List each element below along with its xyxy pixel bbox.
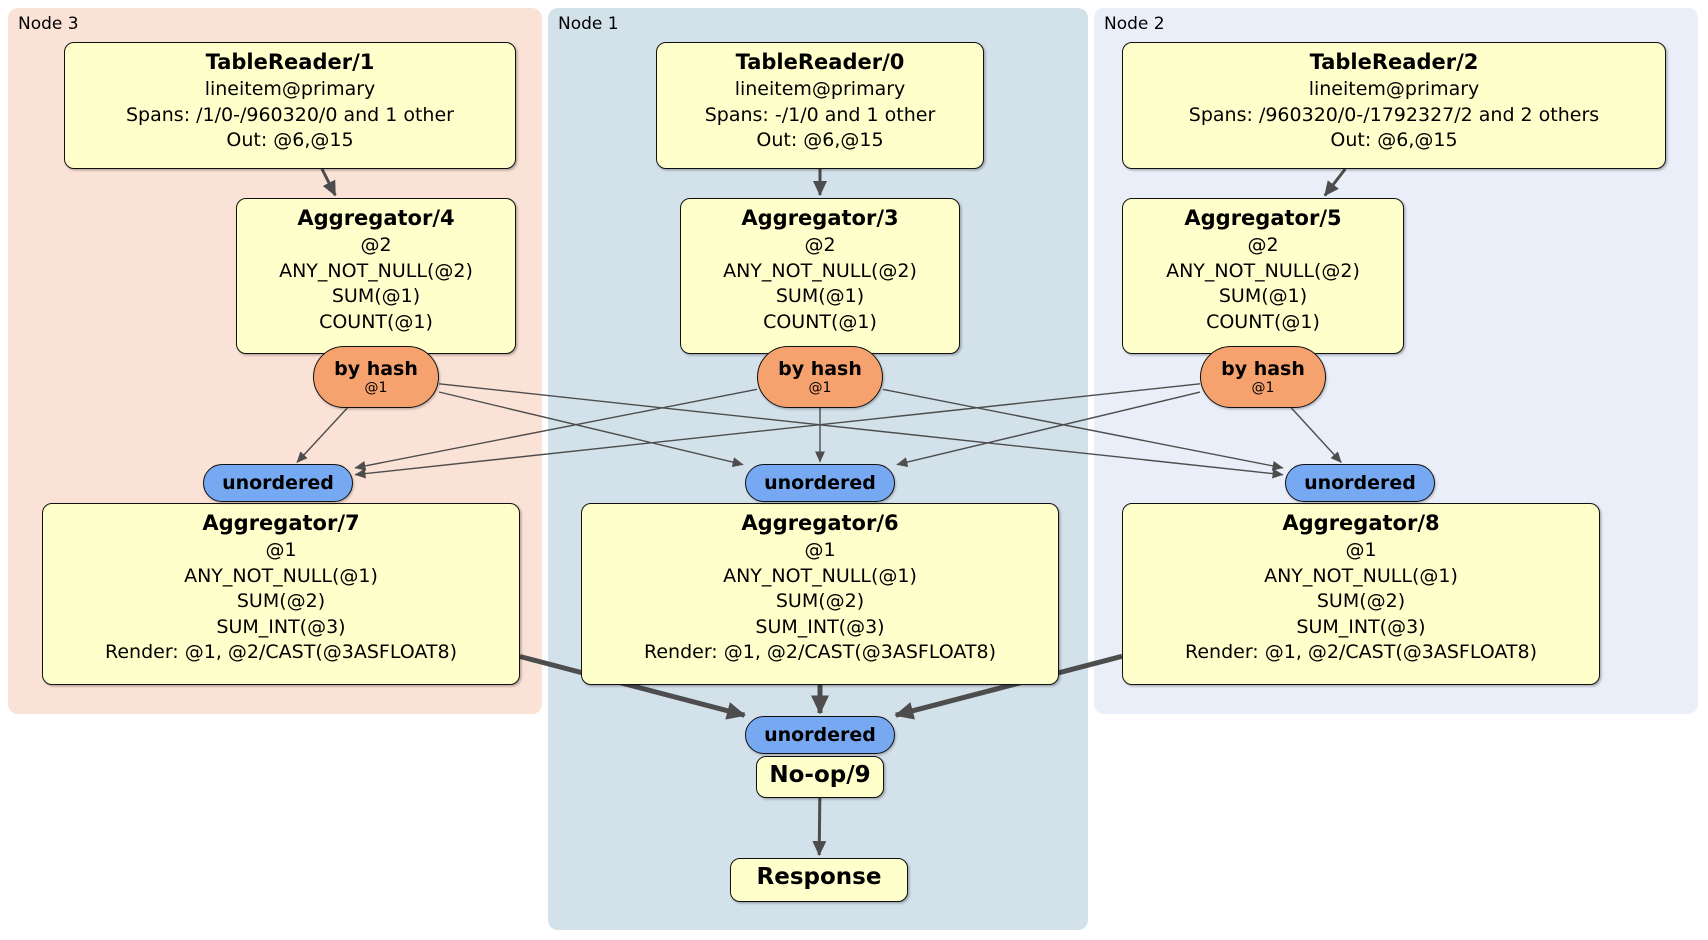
node-line: COUNT(@1) xyxy=(319,310,433,333)
pill-sub: @1 xyxy=(808,379,832,396)
edge-hash3-un7 xyxy=(354,388,758,471)
edge-hash5-un6 xyxy=(896,391,1201,468)
node-line: SUM(@1) xyxy=(1218,285,1308,307)
edge-tr2-agg5 xyxy=(1323,168,1347,197)
by-hash-pill-hash3: by hash@1 xyxy=(757,346,883,408)
node-line: SUM(@2) xyxy=(775,590,865,612)
edge-hash4-un8 xyxy=(438,383,1284,479)
pill-label: by hash xyxy=(778,357,862,380)
node-line: lineitem@primary xyxy=(734,78,906,100)
node-line: Out: @6,@15 xyxy=(1330,129,1458,151)
unordered-pill-un7: unordered xyxy=(203,464,353,502)
region-label: Node 3 xyxy=(18,14,79,34)
node-line: @2 xyxy=(360,234,392,256)
pill-label: unordered xyxy=(764,471,876,494)
node-title: Response xyxy=(756,864,882,890)
node-title: Aggregator/8 xyxy=(1282,511,1440,535)
edge-agg8-un9 xyxy=(894,653,1123,720)
node-title: TableReader/1 xyxy=(205,50,375,74)
node-line: @1 xyxy=(804,539,836,561)
node-line: ANY_NOT_NULL(@1) xyxy=(184,564,378,587)
node-line: ANY_NOT_NULL(@2) xyxy=(723,259,917,282)
pill-label: unordered xyxy=(1304,471,1416,494)
node-line: lineitem@primary xyxy=(204,78,376,100)
node-line: SUM(@2) xyxy=(236,590,326,612)
pill-label: by hash xyxy=(1221,357,1305,380)
edge-hash4-un7 xyxy=(296,407,348,463)
edge-agg7-un9 xyxy=(519,654,746,720)
node-line: Render: @1, @2/CAST(@3ASFLOAT8) xyxy=(644,641,996,663)
unordered-pill-un8: unordered xyxy=(1285,464,1435,502)
node-line: ANY_NOT_NULL(@2) xyxy=(279,259,473,282)
node-line: COUNT(@1) xyxy=(1206,310,1320,333)
plan-node-noop: No-op/9 xyxy=(756,756,884,798)
edge-hash4-un6 xyxy=(438,391,744,468)
node-title: Aggregator/4 xyxy=(297,206,455,230)
node-line: @1 xyxy=(265,539,297,561)
edge-noop-response xyxy=(812,797,827,856)
node-line: Spans: /960320/0-/1792327/2 and 2 others xyxy=(1188,103,1600,126)
node-line: Render: @1, @2/CAST(@3ASFLOAT8) xyxy=(105,641,457,663)
by-hash-pill-hash4: by hash@1 xyxy=(313,346,439,408)
node-line: @1 xyxy=(1345,539,1377,561)
region-label: Node 2 xyxy=(1104,14,1165,34)
node-title: TableReader/2 xyxy=(1309,50,1479,74)
plan-node-response: Response xyxy=(730,858,908,902)
unordered-pill-un6: unordered xyxy=(745,464,895,502)
node-line: COUNT(@1) xyxy=(763,310,877,333)
pill-sub: @1 xyxy=(1251,379,1275,396)
node-title: Aggregator/3 xyxy=(741,206,899,230)
by-hash-pill-hash5: by hash@1 xyxy=(1200,346,1326,408)
node-line: Spans: -/1/0 and 1 other xyxy=(704,103,936,126)
node-title: Aggregator/5 xyxy=(1184,206,1342,230)
node-line: SUM_INT(@3) xyxy=(216,615,346,638)
node-line: SUM_INT(@3) xyxy=(1296,615,1426,638)
node-line: ANY_NOT_NULL(@1) xyxy=(723,564,917,587)
node-title: Aggregator/7 xyxy=(202,511,360,535)
node-line: @2 xyxy=(804,234,836,256)
node-line: Spans: /1/0-/960320/0 and 1 other xyxy=(126,103,454,126)
edge-tr1-agg4 xyxy=(320,168,337,197)
node-line: Render: @1, @2/CAST(@3ASFLOAT8) xyxy=(1185,641,1537,663)
region-label: Node 1 xyxy=(558,14,619,34)
pill-label: by hash xyxy=(334,357,418,380)
node-line: Out: @6,@15 xyxy=(756,129,884,151)
node-line: Out: @6,@15 xyxy=(226,129,354,151)
node-line: SUM(@2) xyxy=(1316,590,1406,612)
pill-label: unordered xyxy=(222,471,334,494)
node-title: No-op/9 xyxy=(769,762,871,788)
edge-hash5-un7 xyxy=(354,383,1201,479)
edge-hash5-un8 xyxy=(1290,407,1342,463)
pill-sub: @1 xyxy=(364,379,388,396)
node-line: SUM(@1) xyxy=(775,285,865,307)
node-line: @2 xyxy=(1247,234,1279,256)
unordered-pill-un9: unordered xyxy=(745,716,895,754)
node-line: SUM(@1) xyxy=(331,285,421,307)
pill-label: unordered xyxy=(764,723,876,746)
node-line: ANY_NOT_NULL(@2) xyxy=(1166,259,1360,282)
node-title: Aggregator/6 xyxy=(741,511,899,535)
node-title: TableReader/0 xyxy=(735,50,905,74)
edge-hash3-un8 xyxy=(882,388,1284,471)
node-line: SUM_INT(@3) xyxy=(755,615,885,638)
node-line: lineitem@primary xyxy=(1308,78,1480,100)
node-line: ANY_NOT_NULL(@1) xyxy=(1264,564,1458,587)
